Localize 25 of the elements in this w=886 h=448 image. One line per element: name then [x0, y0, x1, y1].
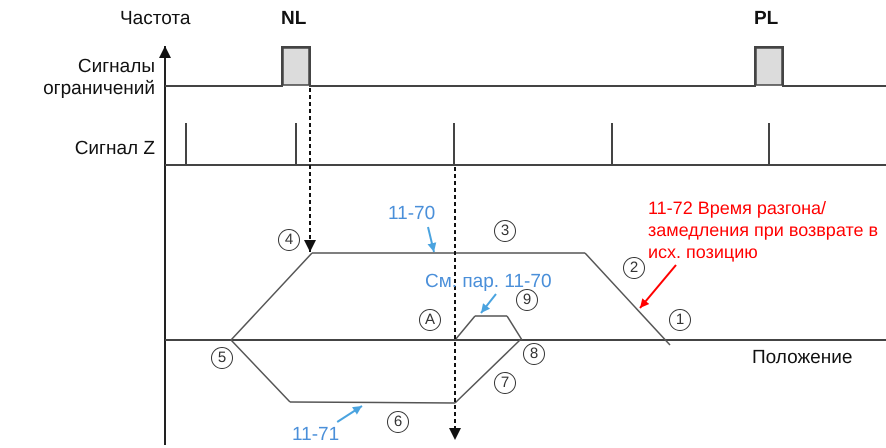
- leader-line: [480, 293, 497, 314]
- callout-number: 8: [523, 343, 545, 365]
- annotation-label: 11-71: [292, 424, 340, 446]
- callout-number: 3: [494, 220, 516, 242]
- callout-number: 1: [669, 309, 691, 331]
- leader-line: [427, 226, 436, 252]
- axis-label: Сигнал Z: [74, 138, 155, 160]
- callout-number: 2: [623, 257, 645, 279]
- annotation-label: См. пар. 11-70: [425, 272, 552, 292]
- limit-label: PL: [754, 8, 778, 30]
- axis-label: Положение: [752, 347, 852, 369]
- axis-label: Сигналы ограничений: [42, 56, 155, 100]
- annotation-label: 11-72 Время разгона/замедления при возврате в исх. позицию: [648, 197, 884, 263]
- axis-label: Частота: [120, 8, 190, 30]
- callout-number: A: [419, 309, 441, 331]
- callout-number: 9: [516, 289, 538, 311]
- limit-label: NL: [281, 8, 306, 30]
- leader-line: [639, 264, 677, 309]
- callout-number: 4: [278, 229, 300, 251]
- callout-number: 5: [211, 347, 233, 369]
- leader-line: [336, 405, 363, 423]
- callout-number: 7: [494, 372, 516, 394]
- annotation-label: 11-70: [388, 203, 436, 225]
- callout-number: 6: [387, 411, 409, 433]
- profile-segment: [290, 401, 455, 404]
